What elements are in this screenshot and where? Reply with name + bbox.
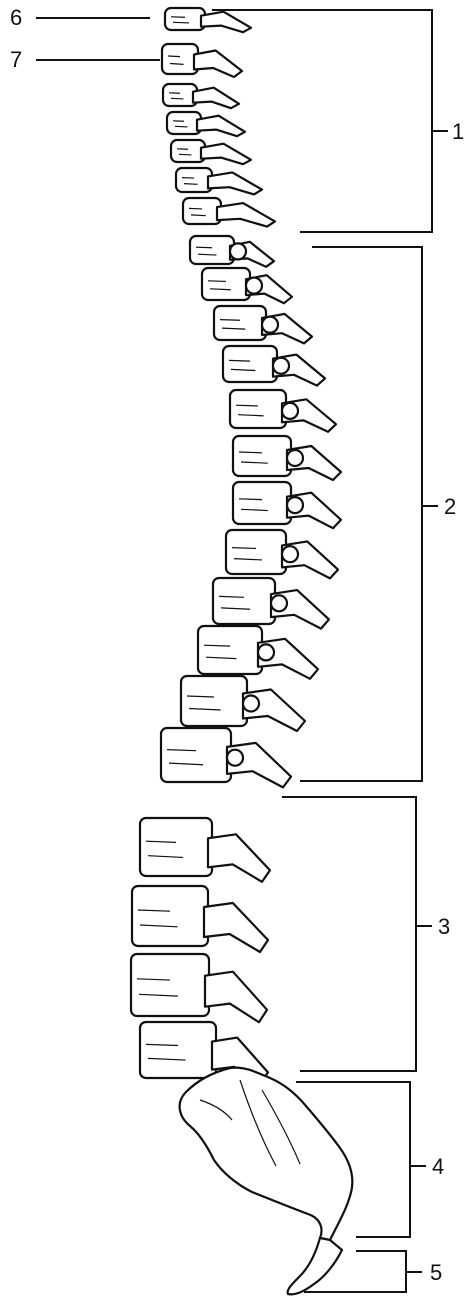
label-sacrum: 4 [432, 1154, 444, 1179]
vertebra-body [162, 44, 198, 74]
vertebra-process [193, 88, 239, 109]
vertebra-process [197, 116, 245, 137]
vertebra-body [176, 168, 212, 192]
vertebra-body [223, 346, 277, 382]
vertebra-body [161, 728, 231, 782]
rib-facet [258, 644, 274, 660]
vertebra-body [165, 8, 205, 30]
vertebra-process [205, 972, 267, 1023]
rib-facet [246, 278, 262, 294]
rib-facet [227, 750, 243, 766]
rib-facet [230, 243, 246, 259]
vertebra-process [204, 903, 268, 952]
vertebra-body [202, 268, 250, 300]
vertebra-body [233, 436, 291, 476]
rib-facet [282, 546, 298, 562]
vertebra-body [198, 626, 262, 674]
rib-facet [271, 595, 287, 611]
label-cervical: 1 [452, 119, 464, 144]
rib-facet [287, 450, 303, 466]
vertebra-body [226, 530, 286, 574]
rib-facet [287, 497, 303, 513]
vertebra-body [230, 390, 286, 428]
rib-facet [262, 317, 278, 333]
label-lumbar: 3 [438, 914, 450, 939]
vertebra-body [132, 886, 208, 946]
label-atlas: 6 [10, 5, 22, 30]
vertebra-process [217, 203, 275, 227]
vertebra-process [208, 172, 262, 194]
label-axis: 7 [10, 47, 22, 72]
rib-facet [282, 403, 298, 419]
bracket-lumbar [282, 797, 432, 1071]
vertebra-process [208, 834, 270, 882]
vertebra-process [201, 12, 251, 33]
bracket-cervical [212, 10, 448, 232]
label-coccyx: 5 [430, 1260, 442, 1285]
vertebra-body [140, 1022, 216, 1078]
vertebra-body [190, 236, 234, 264]
coccyx-bone [288, 1238, 342, 1294]
label-thoracic: 2 [444, 494, 456, 519]
rib-facet [273, 358, 289, 374]
vertebra-body [214, 306, 266, 340]
vertebra-body [213, 578, 275, 624]
vertebra-body [131, 954, 209, 1016]
vertebra-process [201, 144, 251, 165]
vertebra-process [194, 51, 242, 78]
vertebra-body [233, 482, 291, 524]
vertebra-body [183, 198, 221, 224]
vertebral-column [131, 8, 341, 1084]
vertebra-body [140, 818, 212, 876]
sacrum-bone [180, 1068, 353, 1240]
vertebra-body [181, 676, 247, 726]
rib-facet [243, 696, 259, 712]
